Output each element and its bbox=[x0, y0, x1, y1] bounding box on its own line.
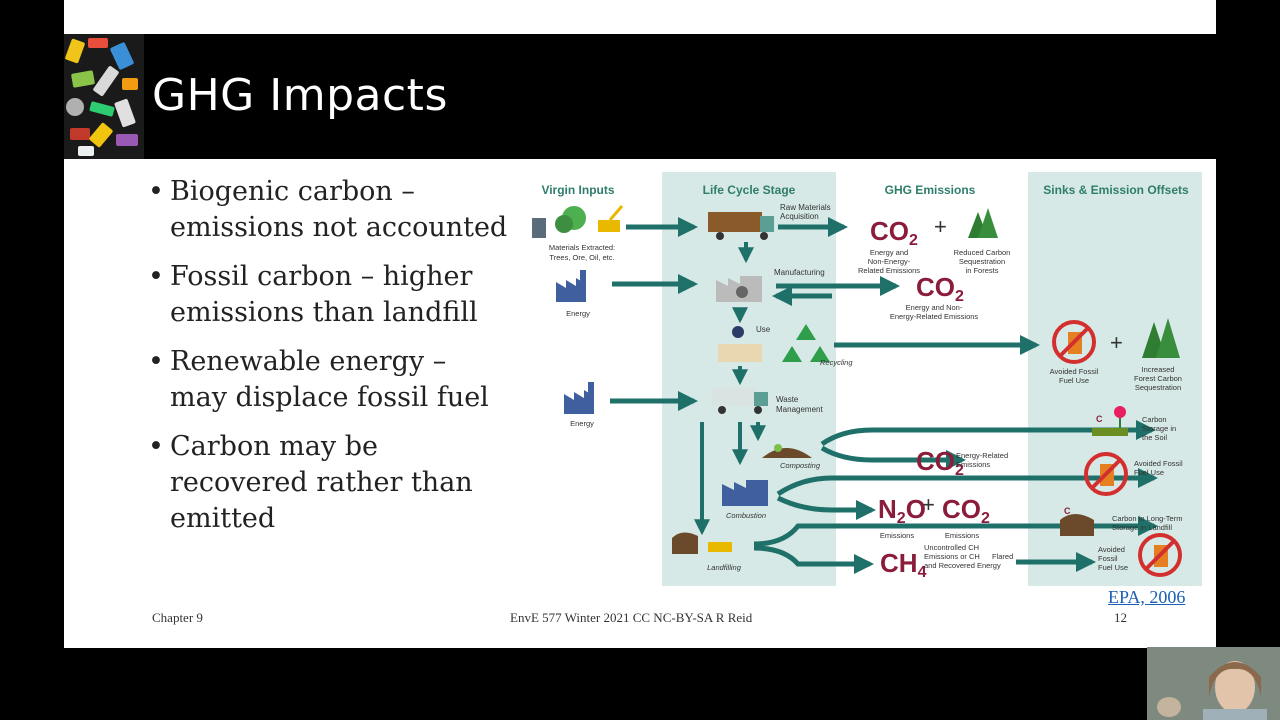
bullet-item: Renewable energy – may displace fossil f… bbox=[148, 344, 508, 416]
svg-text:Combustion: Combustion bbox=[726, 511, 766, 520]
svg-text:Forest Carbon: Forest Carbon bbox=[1134, 374, 1182, 383]
bullet-list: Biogenic carbon – emissions not accounte… bbox=[148, 174, 508, 550]
svg-text:Energy and: Energy and bbox=[870, 248, 908, 257]
header-sinks: Sinks & Emission Offsets bbox=[1043, 183, 1189, 197]
svg-text:Energy-Related Emissions: Energy-Related Emissions bbox=[890, 312, 979, 321]
landfill-storage-icon bbox=[1060, 514, 1094, 536]
footer-course: EnvE 577 Winter 2021 CC NC-BY-SA R Reid bbox=[510, 610, 752, 626]
svg-text:Storage in: Storage in bbox=[1142, 424, 1176, 433]
svg-text:+: + bbox=[922, 492, 935, 517]
svg-text:Carbon in Long-Term: Carbon in Long-Term bbox=[1112, 514, 1182, 523]
svg-text:Manufacturing: Manufacturing bbox=[774, 268, 825, 277]
bullet-item: Fossil carbon – higher emissions than la… bbox=[148, 259, 508, 331]
bullet-item: Carbon may be recovered rather than emit… bbox=[148, 429, 508, 537]
svg-text:Fuel Use: Fuel Use bbox=[1059, 376, 1089, 385]
header-life-cycle: Life Cycle Stage bbox=[703, 183, 796, 197]
svg-text:Composting: Composting bbox=[780, 461, 821, 470]
svg-text:Energy: Energy bbox=[566, 309, 590, 318]
svg-text:the Soil: the Soil bbox=[1142, 433, 1167, 442]
factory-icon bbox=[564, 382, 594, 414]
svg-text:C: C bbox=[1096, 414, 1103, 424]
svg-text:Raw Materials: Raw Materials bbox=[780, 203, 831, 212]
co2-label: CO2 bbox=[916, 272, 964, 305]
svg-text:Uncontrolled CH: Uncontrolled CH bbox=[924, 543, 979, 552]
svg-text:Materials Extracted:: Materials Extracted: bbox=[549, 243, 615, 252]
svg-text:Energy: Energy bbox=[570, 419, 594, 428]
svg-text:+: + bbox=[934, 214, 947, 239]
svg-text:Fuel Use: Fuel Use bbox=[1134, 468, 1164, 477]
svg-text:Fuel Use: Fuel Use bbox=[1098, 563, 1128, 572]
svg-text:Emissions or CH: Emissions or CH bbox=[924, 552, 980, 561]
co2-label: CO2 bbox=[870, 216, 918, 249]
svg-text:Storage in Landfill: Storage in Landfill bbox=[1112, 523, 1172, 532]
extraction-icon bbox=[532, 206, 622, 238]
slide-title: GHG Impacts bbox=[152, 70, 448, 121]
ch4-label: CH4 bbox=[880, 548, 927, 581]
slide: GHG Impacts Biogenic carbon – emissions … bbox=[64, 34, 1216, 648]
forest-icon bbox=[968, 208, 998, 238]
svg-text:Fossil: Fossil bbox=[1098, 554, 1118, 563]
webcam-thumbnail bbox=[1147, 647, 1280, 720]
svg-text:Avoided Fossil: Avoided Fossil bbox=[1050, 367, 1099, 376]
slide-header: GHG Impacts bbox=[64, 34, 1216, 159]
svg-text:Avoided Fossil: Avoided Fossil bbox=[1134, 459, 1183, 468]
svg-text:Emissions: Emissions bbox=[880, 531, 914, 540]
svg-text:Sequestration: Sequestration bbox=[1135, 383, 1181, 392]
svg-text:C: C bbox=[1064, 506, 1071, 516]
svg-text:Increased: Increased bbox=[1142, 365, 1175, 374]
svg-text:Acquisition: Acquisition bbox=[780, 212, 819, 221]
svg-text:Carbon: Carbon bbox=[1142, 415, 1167, 424]
svg-text:Avoided: Avoided bbox=[1098, 545, 1125, 554]
factory-icon bbox=[556, 270, 586, 302]
svg-text:and Recovered Energy: and Recovered Energy bbox=[924, 561, 1001, 570]
top-bar bbox=[64, 0, 1216, 34]
svg-text:Waste: Waste bbox=[776, 395, 799, 404]
svg-text:Emissions: Emissions bbox=[945, 531, 979, 540]
co2-label: CO2 bbox=[942, 494, 990, 527]
footer-chapter: Chapter 9 bbox=[152, 610, 203, 626]
page-number: 12 bbox=[1114, 610, 1127, 626]
n2o-label: N2O bbox=[878, 494, 926, 527]
life-cycle-diagram: Virgin Inputs Life Cycle Stage GHG Emiss… bbox=[522, 172, 1202, 588]
bullet-item: Biogenic carbon – emissions not accounte… bbox=[148, 174, 508, 246]
svg-text:in Forests: in Forests bbox=[966, 266, 999, 275]
svg-text:Energy-Related: Energy-Related bbox=[956, 451, 1008, 460]
svg-text:Landfilling: Landfilling bbox=[707, 563, 742, 572]
header-ghg: GHG Emissions bbox=[885, 183, 976, 197]
svg-text:Use: Use bbox=[756, 325, 771, 334]
trash-collage-image bbox=[64, 34, 144, 159]
svg-text:Recycling: Recycling bbox=[820, 358, 853, 367]
svg-text:Related Emissions: Related Emissions bbox=[858, 266, 920, 275]
svg-text:Management: Management bbox=[776, 405, 823, 414]
svg-text:+: + bbox=[1110, 330, 1123, 355]
header-virgin-inputs: Virgin Inputs bbox=[541, 183, 614, 197]
svg-text:Non-Energy-: Non-Energy- bbox=[868, 257, 911, 266]
svg-text:Trees, Ore, Oil, etc.: Trees, Ore, Oil, etc. bbox=[549, 253, 614, 262]
credit-link[interactable]: EPA, 2006 bbox=[1108, 587, 1185, 608]
svg-text:Sequestration: Sequestration bbox=[959, 257, 1005, 266]
svg-text:Energy and Non-: Energy and Non- bbox=[906, 303, 963, 312]
svg-text:Emissions: Emissions bbox=[956, 460, 990, 469]
svg-text:Reduced Carbon: Reduced Carbon bbox=[954, 248, 1011, 257]
svg-text:Flared: Flared bbox=[992, 552, 1013, 561]
